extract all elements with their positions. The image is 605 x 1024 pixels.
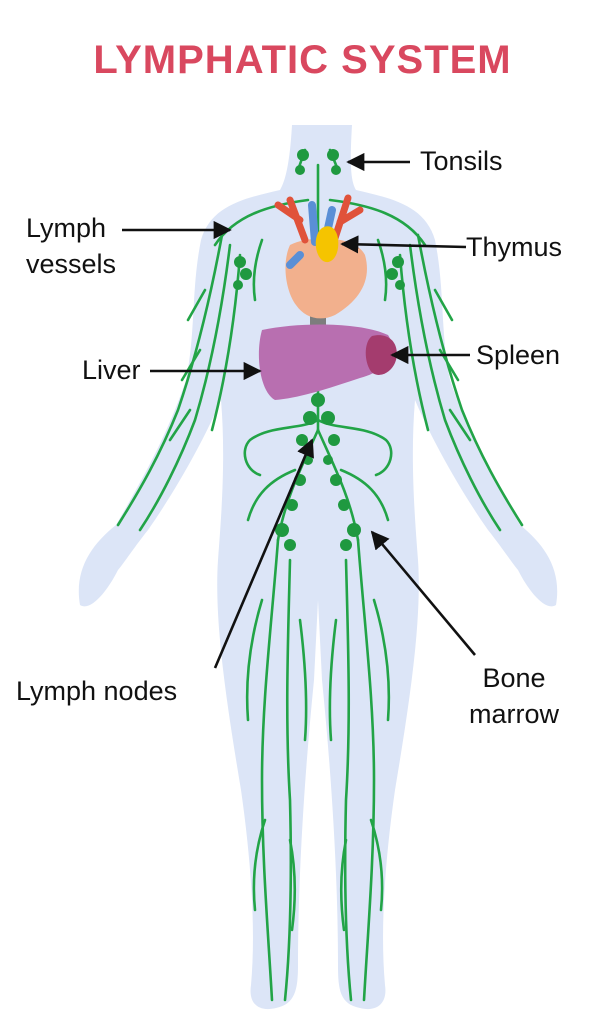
label-spleen: Spleen: [476, 340, 561, 370]
label-lymph-nodes: Lymph nodes: [16, 676, 178, 706]
label-bone-marrow-line1: Bone: [482, 663, 546, 693]
page-title: LYMPHATIC SYSTEM: [93, 38, 512, 82]
label-tonsils: Tonsils: [420, 146, 503, 176]
liver-organ: [258, 324, 393, 400]
label-lymph-vessels: Lymph vessels: [26, 210, 116, 283]
heart: [285, 238, 367, 319]
lymph-nodes-pointer: [213, 438, 314, 669]
lymph-vessel-network: [116, 148, 524, 1002]
label-bone-marrow-line2: marrow: [468, 699, 559, 730]
bone-marrow-pointer: [370, 530, 476, 656]
label-liver: Liver: [82, 355, 141, 385]
spleen-organ: [365, 335, 397, 375]
lymph-node-cluster: [233, 149, 405, 551]
label-thymus: Thymus: [466, 232, 563, 262]
label-bone-marrow: Bone marrow: [448, 660, 580, 733]
label-lymph-vessels-line2: vessels: [26, 249, 117, 280]
label-lymph-vessels-line1: Lymph: [26, 213, 107, 243]
thymus-organ: [315, 226, 339, 263]
artery-vessels: [274, 194, 364, 244]
thymus-pointer: [340, 235, 467, 254]
label-pointers: [122, 152, 476, 669]
